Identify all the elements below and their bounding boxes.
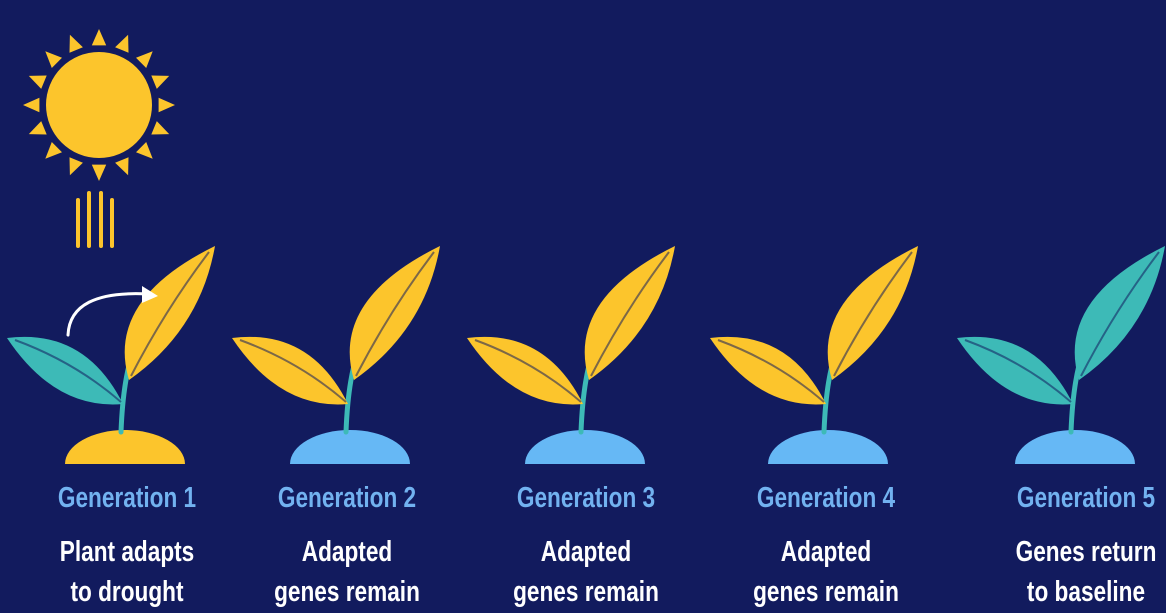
soil-mound <box>1015 430 1135 464</box>
curved-arrow-icon <box>66 292 150 337</box>
generation-5-desc-line1: Genes return <box>1015 536 1157 568</box>
sun-ray <box>151 75 170 89</box>
sun-ray <box>69 34 83 53</box>
right-leaf-vein <box>355 251 435 377</box>
generation-1-desc-line1: Plant adapts <box>59 536 195 568</box>
sun-ray <box>69 157 83 176</box>
generation-5-desc-line2: to baseline <box>1026 576 1146 608</box>
generation-3-label: Generation 3 <box>516 482 656 514</box>
left-leaf-vein <box>964 339 1072 403</box>
sun-ray <box>45 142 62 159</box>
generation-4-description: Adapted genes remain <box>725 532 928 612</box>
plant-4 <box>710 246 918 464</box>
plant-3 <box>467 246 675 464</box>
sun-ray <box>45 51 62 68</box>
left-leaf-vein <box>239 339 347 403</box>
generation-4-desc-line1: Adapted <box>780 536 872 568</box>
heat-lines-icon <box>76 191 114 248</box>
sun-ray <box>136 142 153 159</box>
generation-5-label: Generation 5 <box>1016 482 1156 514</box>
sun-core <box>46 52 152 158</box>
sun-icon <box>23 29 175 181</box>
sun-ray <box>151 121 170 135</box>
plant-5 <box>957 246 1165 464</box>
generation-3-desc-line2: genes remain <box>513 576 659 608</box>
right-leaf-vein <box>833 251 913 377</box>
generation-5-description: Genes return to baseline <box>985 532 1166 612</box>
sun-ray <box>91 29 107 46</box>
generation-4-desc-line2: genes remain <box>753 576 899 608</box>
plant-2 <box>232 246 440 464</box>
sun-ray <box>158 97 175 113</box>
left-leaf-vein <box>717 339 825 403</box>
soil-mound <box>65 430 185 464</box>
right-leaf <box>584 246 675 380</box>
sun-ray <box>115 157 129 176</box>
sun-ray <box>28 75 47 89</box>
soil-mound <box>525 430 645 464</box>
arrowhead-icon <box>142 286 158 303</box>
right-leaf <box>1074 246 1165 380</box>
generation-3-desc-line1: Adapted <box>540 536 632 568</box>
left-leaf <box>467 336 583 405</box>
generation-2-desc-line1: Adapted <box>301 536 393 568</box>
soil-mound <box>768 430 888 464</box>
generation-3-description: Adapted genes remain <box>485 532 688 612</box>
sun-ray <box>91 164 107 181</box>
left-leaf <box>957 336 1073 405</box>
right-leaf <box>827 246 918 380</box>
sun-ray <box>136 51 153 68</box>
left-leaf-vein <box>14 339 122 403</box>
sun-ray <box>23 97 40 113</box>
left-leaf <box>232 336 348 405</box>
right-leaf <box>349 246 440 380</box>
right-leaf-vein <box>590 251 670 377</box>
left-leaf-vein <box>474 339 582 403</box>
generation-2-desc-line2: genes remain <box>274 576 420 608</box>
plants-group <box>7 246 1165 464</box>
right-leaf <box>124 246 215 380</box>
left-leaf <box>7 336 123 405</box>
generation-2-description: Adapted genes remain <box>246 532 449 612</box>
generation-2-label: Generation 2 <box>277 482 417 514</box>
left-leaf <box>710 336 826 405</box>
generation-4-label: Generation 4 <box>756 482 896 514</box>
sun-ray <box>28 121 47 135</box>
right-leaf-vein <box>130 251 210 377</box>
soil-mound <box>290 430 410 464</box>
plant-1 <box>7 246 215 464</box>
sun-ray <box>115 34 129 53</box>
right-leaf-vein <box>1080 251 1160 377</box>
generation-1-label: Generation 1 <box>57 482 197 514</box>
generation-1-description: Plant adapts to drought <box>26 532 229 612</box>
generation-1-desc-line2: to drought <box>70 576 184 608</box>
